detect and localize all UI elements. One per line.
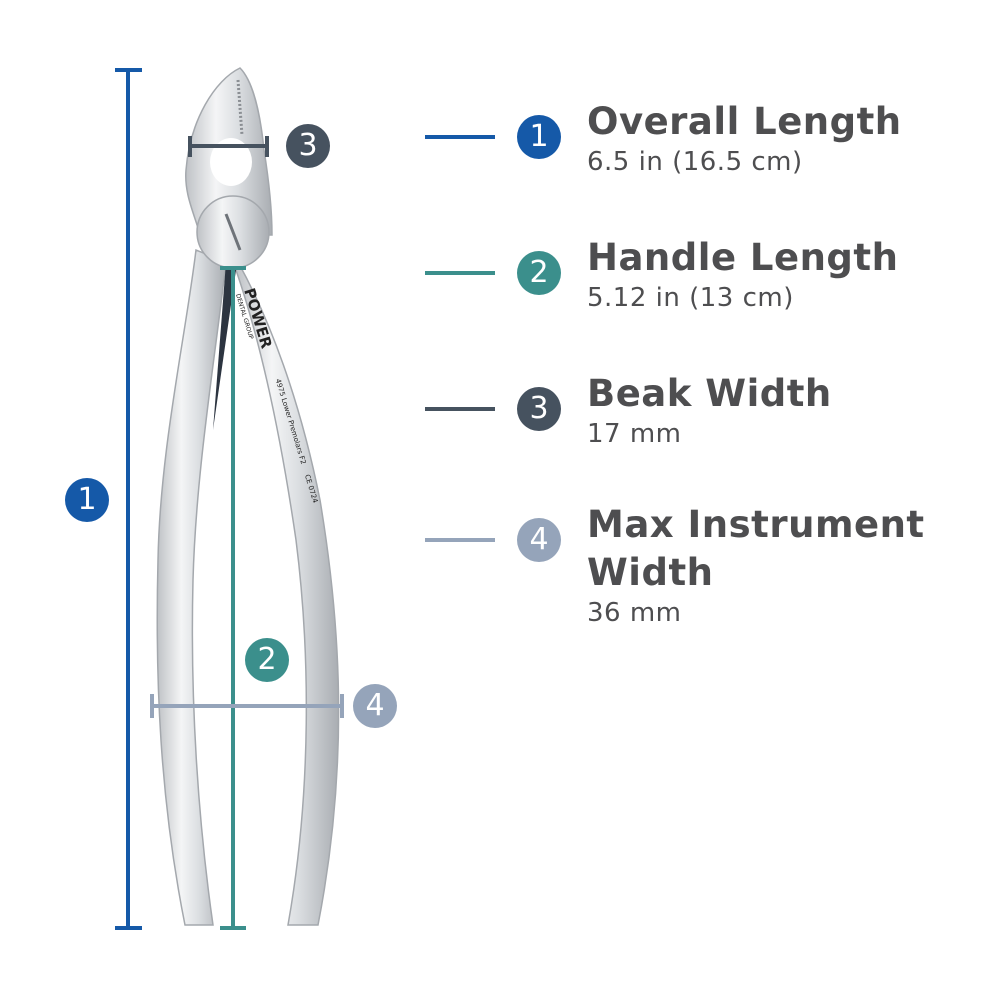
handle-gap-shadow: [213, 262, 236, 430]
handle-length-marker: 2: [245, 638, 289, 682]
legend-number: 4: [517, 518, 561, 562]
max-width-marker: 4: [353, 684, 397, 728]
legend-title: Overall Length: [587, 100, 902, 143]
beak-opening: [210, 138, 252, 186]
beak-serration: [236, 79, 244, 136]
beak-width-line: [188, 136, 269, 157]
legend-title-line2: Width: [587, 551, 714, 594]
joint-screw: [224, 213, 242, 251]
max-width-line: [150, 694, 344, 718]
legend-number: 2: [517, 251, 561, 295]
legend-title: Max Instrument: [587, 503, 925, 546]
legend-number: 3: [517, 387, 561, 431]
beak-width-marker: 3: [286, 124, 330, 168]
legend-line: [425, 135, 495, 139]
legend-title: Handle Length: [587, 236, 899, 279]
forceps-left-handle: [156, 248, 227, 926]
legend-number: 1: [517, 115, 561, 159]
legend-value: 6.5 in (16.5 cm): [587, 147, 803, 177]
legend-line: [425, 407, 495, 411]
legend-line: [425, 538, 495, 542]
handle-length-line: [220, 266, 246, 930]
overall-length-line: [115, 68, 142, 930]
overall-length-marker: 1: [65, 478, 109, 522]
legend-value: 17 mm: [587, 419, 682, 449]
forceps-right-handle: [235, 259, 340, 926]
legend-line: [425, 271, 495, 275]
dental-forceps-image: POWER DENTAL GROUP 4975 Lower Premolars …: [156, 67, 340, 926]
legend-value: 36 mm: [587, 598, 682, 628]
legend-title: Beak Width: [587, 372, 832, 415]
legend-value: 5.12 in (13 cm): [587, 283, 794, 313]
